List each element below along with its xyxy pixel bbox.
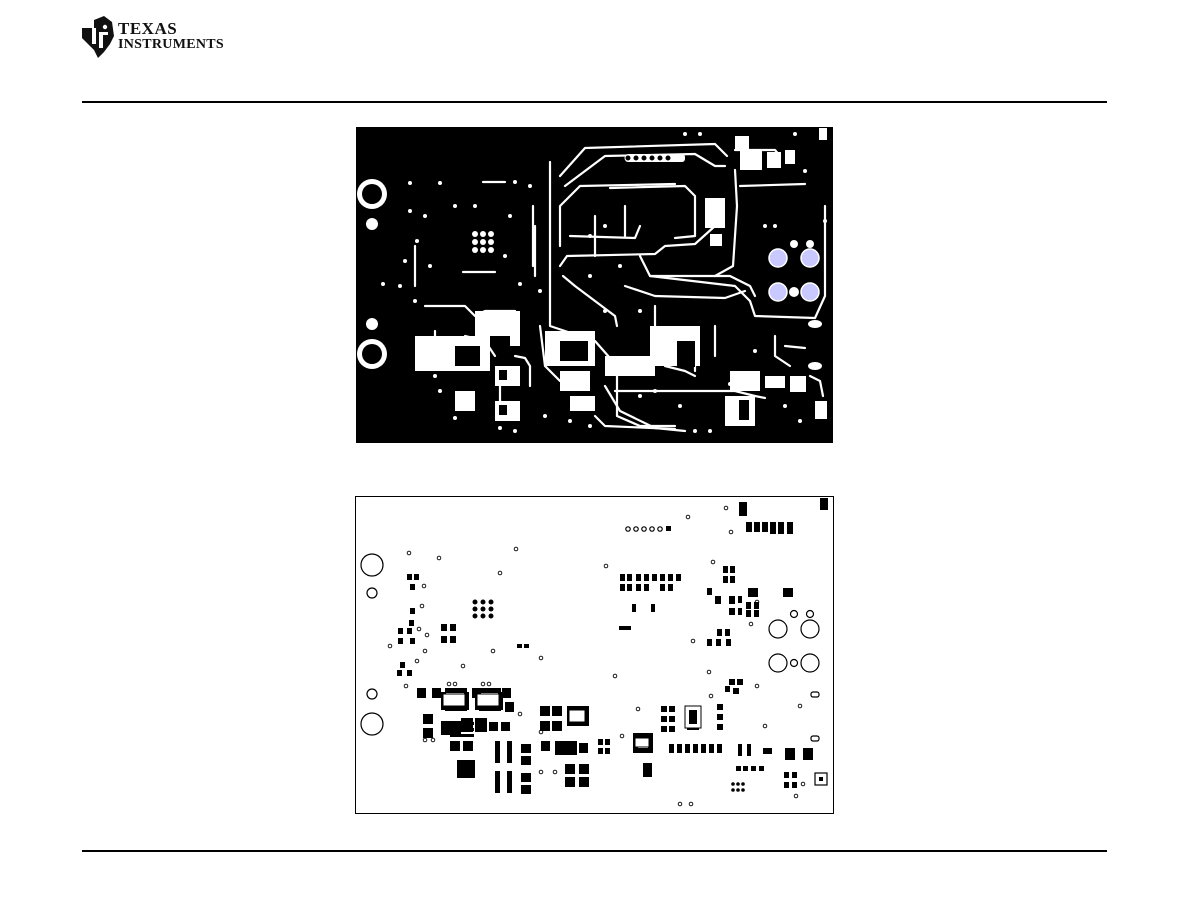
logo-line1: Texas — [118, 20, 224, 37]
ti-state-icon — [82, 16, 114, 58]
logo-line2: Instruments — [118, 38, 224, 52]
ti-logo-wordmark: Texas Instruments — [118, 20, 224, 52]
footer-rule — [82, 850, 1107, 852]
header-rule — [82, 101, 1107, 103]
pcb-bottom-layer-figure — [355, 496, 834, 814]
pcb-top-layer-figure — [355, 126, 834, 444]
